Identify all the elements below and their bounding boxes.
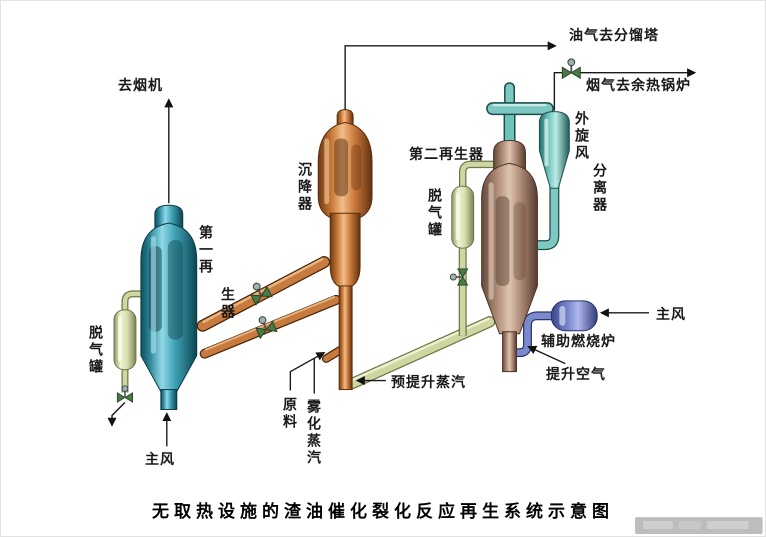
pipe-cyclone-dipleg <box>533 184 560 251</box>
label-flue-gas-to-boiler: 烟气去余热锅炉 <box>586 77 691 93</box>
degas-tank-left <box>113 309 137 371</box>
settler-vessel <box>317 109 373 391</box>
flow-arrows <box>107 41 697 447</box>
arrow-degas-drain <box>107 402 126 427</box>
label-settler: 沉降器 <box>297 162 313 213</box>
label-to-flue-gas-turbine: 去烟机 <box>118 77 163 93</box>
label-regenerator1-line2: 生器 <box>220 287 236 321</box>
label-cyclone-line1: 外旋风 <box>574 111 590 162</box>
watermark <box>635 517 763 535</box>
label-lift-air: 提升空气 <box>546 366 606 382</box>
arrow-lift-air <box>527 345 566 365</box>
label-cyclone-line2: 分离器 <box>592 163 608 214</box>
label-aux-furnace: 辅助燃烧炉 <box>541 333 616 349</box>
pipe-regen2-to-cyclone <box>486 82 554 143</box>
pipe-degas-right <box>458 160 498 336</box>
cyclone-vessel <box>538 111 570 189</box>
label-oil-gas-to-fractionator: 油气去分馏塔 <box>569 27 659 43</box>
regenerator1-vessel <box>140 204 198 410</box>
label-regenerator2: 第二再生器 <box>409 146 484 162</box>
arrow-flue-gas <box>553 68 697 111</box>
valve-degas-left <box>116 384 134 403</box>
arrow-feedstock <box>289 352 326 391</box>
label-prelift-steam: 预提升蒸汽 <box>391 374 466 390</box>
label-regenerator1-line1: 第一再 <box>198 225 214 276</box>
pipe-furnace-to-regen2 <box>511 311 556 358</box>
label-main-air-right: 主风 <box>656 306 686 322</box>
label-feedstock: 原料 <box>282 397 298 431</box>
label-atomizing-steam: 雾化蒸汽 <box>306 399 322 467</box>
arrow-oil-gas-overhead <box>344 41 557 110</box>
label-degas-tank-left: 脱气罐 <box>88 325 104 376</box>
diagram-caption: 无取热设施的渣油催化裂化反应再生系统示意图 <box>152 502 614 521</box>
regenerator2-vessel <box>481 139 538 373</box>
aux-furnace-vessel <box>550 300 598 332</box>
label-degas-tank-right: 脱气罐 <box>427 188 443 239</box>
valve-flue-gas <box>561 57 582 80</box>
label-main-air-left: 主风 <box>145 451 175 467</box>
degas-tank-right <box>451 185 475 249</box>
